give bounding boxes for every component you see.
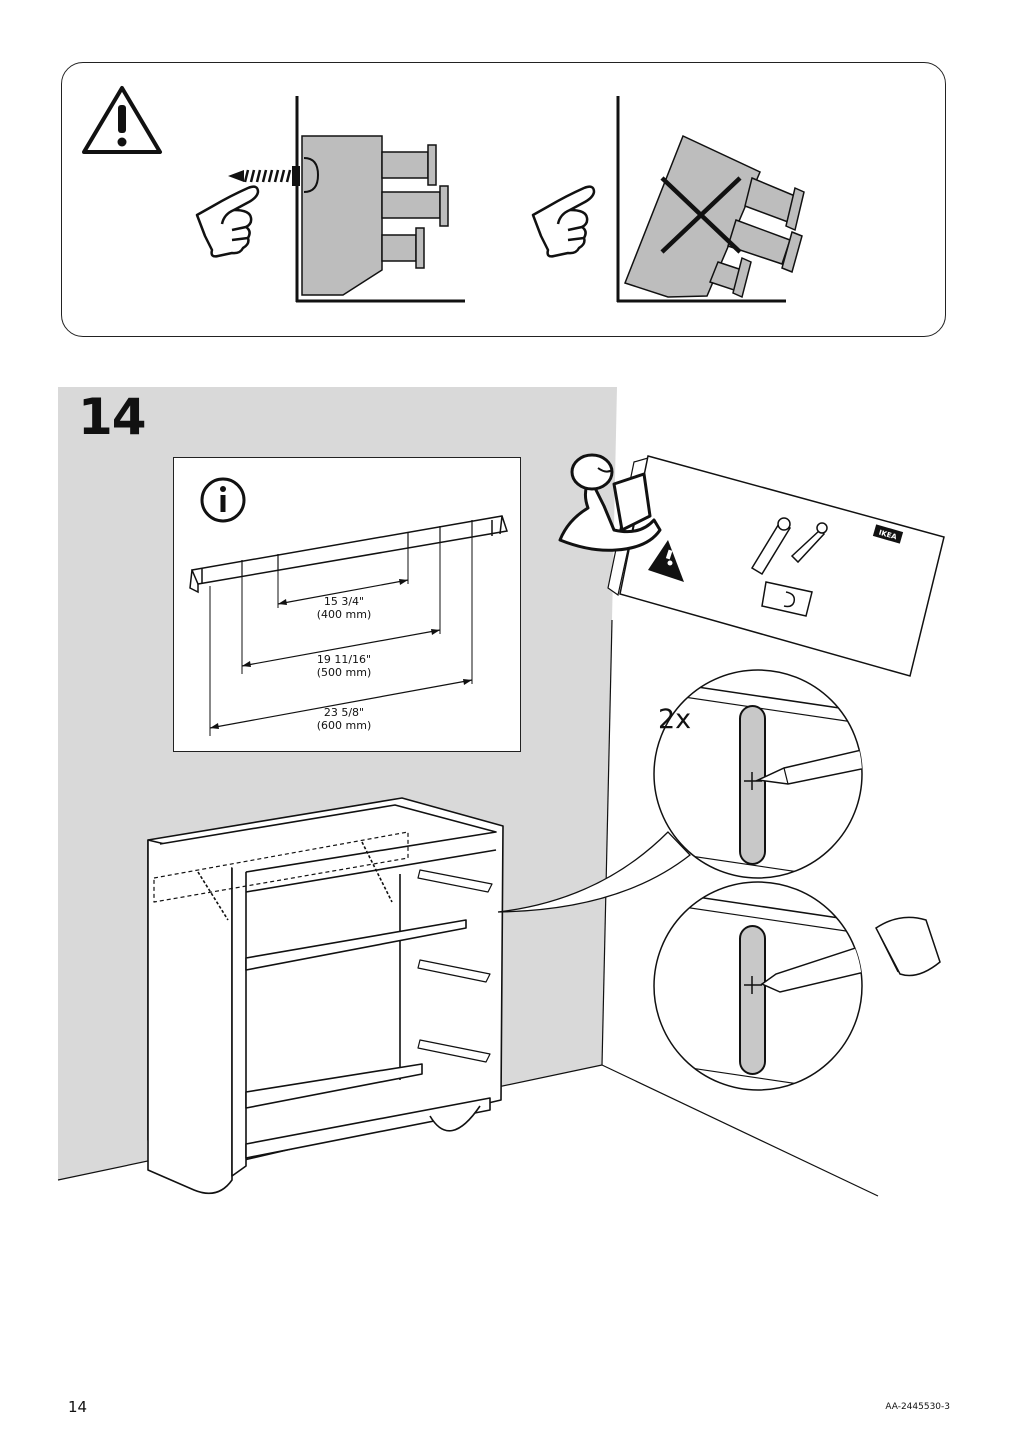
warning-panel bbox=[61, 62, 946, 337]
callout-pointer bbox=[497, 831, 691, 913]
pointing-hand-icon bbox=[195, 185, 260, 258]
warning-icon bbox=[648, 540, 684, 582]
warning-illustrations bbox=[82, 86, 805, 303]
dimension-600: 23 5/8" (600 mm) bbox=[316, 706, 372, 732]
page-number: 14 bbox=[68, 1398, 88, 1416]
dimension-500: 19 11/16" (500 mm) bbox=[316, 653, 372, 679]
correct-wall-mount-illustration bbox=[295, 96, 465, 303]
incorrect-tipping-illustration bbox=[616, 96, 805, 303]
screwdriver-handle bbox=[875, 916, 941, 977]
bracket-icon bbox=[761, 581, 813, 617]
rail-drawing bbox=[189, 515, 508, 736]
screw-icon bbox=[790, 522, 828, 564]
quantity-label: 2x bbox=[658, 704, 692, 735]
info-box-svg bbox=[189, 477, 508, 736]
info-icon bbox=[200, 477, 246, 523]
wall-plug-icon bbox=[750, 517, 792, 576]
reading-person-icon bbox=[558, 453, 662, 552]
detail-circle-drill bbox=[653, 881, 941, 1091]
screw-icon bbox=[228, 166, 300, 186]
manual-booklet: IKEA bbox=[607, 455, 945, 677]
step-number: 14 bbox=[78, 388, 147, 446]
info-box: 15 3/4" (400 mm) 19 11/16" (500 mm) 23 5… bbox=[173, 457, 521, 752]
dimension-400: 15 3/4" (400 mm) bbox=[316, 595, 372, 621]
cabinet bbox=[147, 797, 504, 1195]
document-code: AA-2445530-3 bbox=[885, 1402, 950, 1412]
warning-triangle-icon bbox=[82, 86, 162, 154]
pencil-icon bbox=[755, 747, 862, 785]
pointing-hand-icon bbox=[531, 185, 596, 258]
